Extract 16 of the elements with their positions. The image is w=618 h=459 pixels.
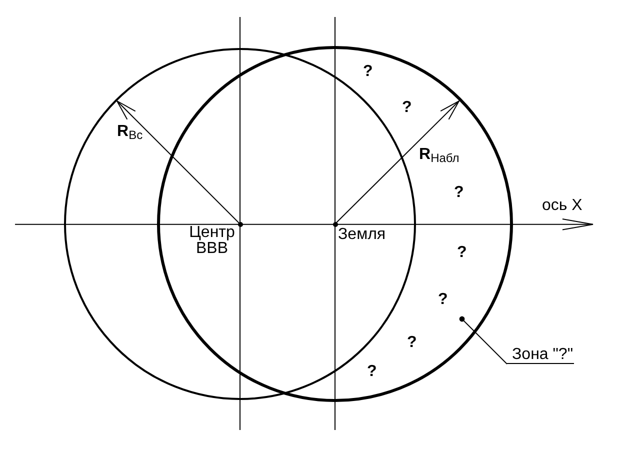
circle-outline <box>64 48 416 400</box>
point-label: Центр ВВВ <box>188 225 236 257</box>
radius-label: R$_{Набл}$ <box>419 147 460 163</box>
axis-label: ось X <box>542 198 582 214</box>
circle-outline <box>157 46 513 402</box>
question-mark: ? <box>438 292 448 308</box>
question-mark: ? <box>457 245 467 261</box>
question-mark: ? <box>367 364 377 380</box>
question-mark: ? <box>454 185 464 201</box>
leader-line <box>459 316 508 364</box>
callout-label: Зона "?" <box>507 347 574 364</box>
question-mark: ? <box>402 100 412 116</box>
question-mark: ? <box>363 64 373 80</box>
point-label: Земля <box>338 227 386 243</box>
question-mark: ? <box>407 335 417 351</box>
radius-label: R$_{Вс}$ <box>117 124 143 140</box>
